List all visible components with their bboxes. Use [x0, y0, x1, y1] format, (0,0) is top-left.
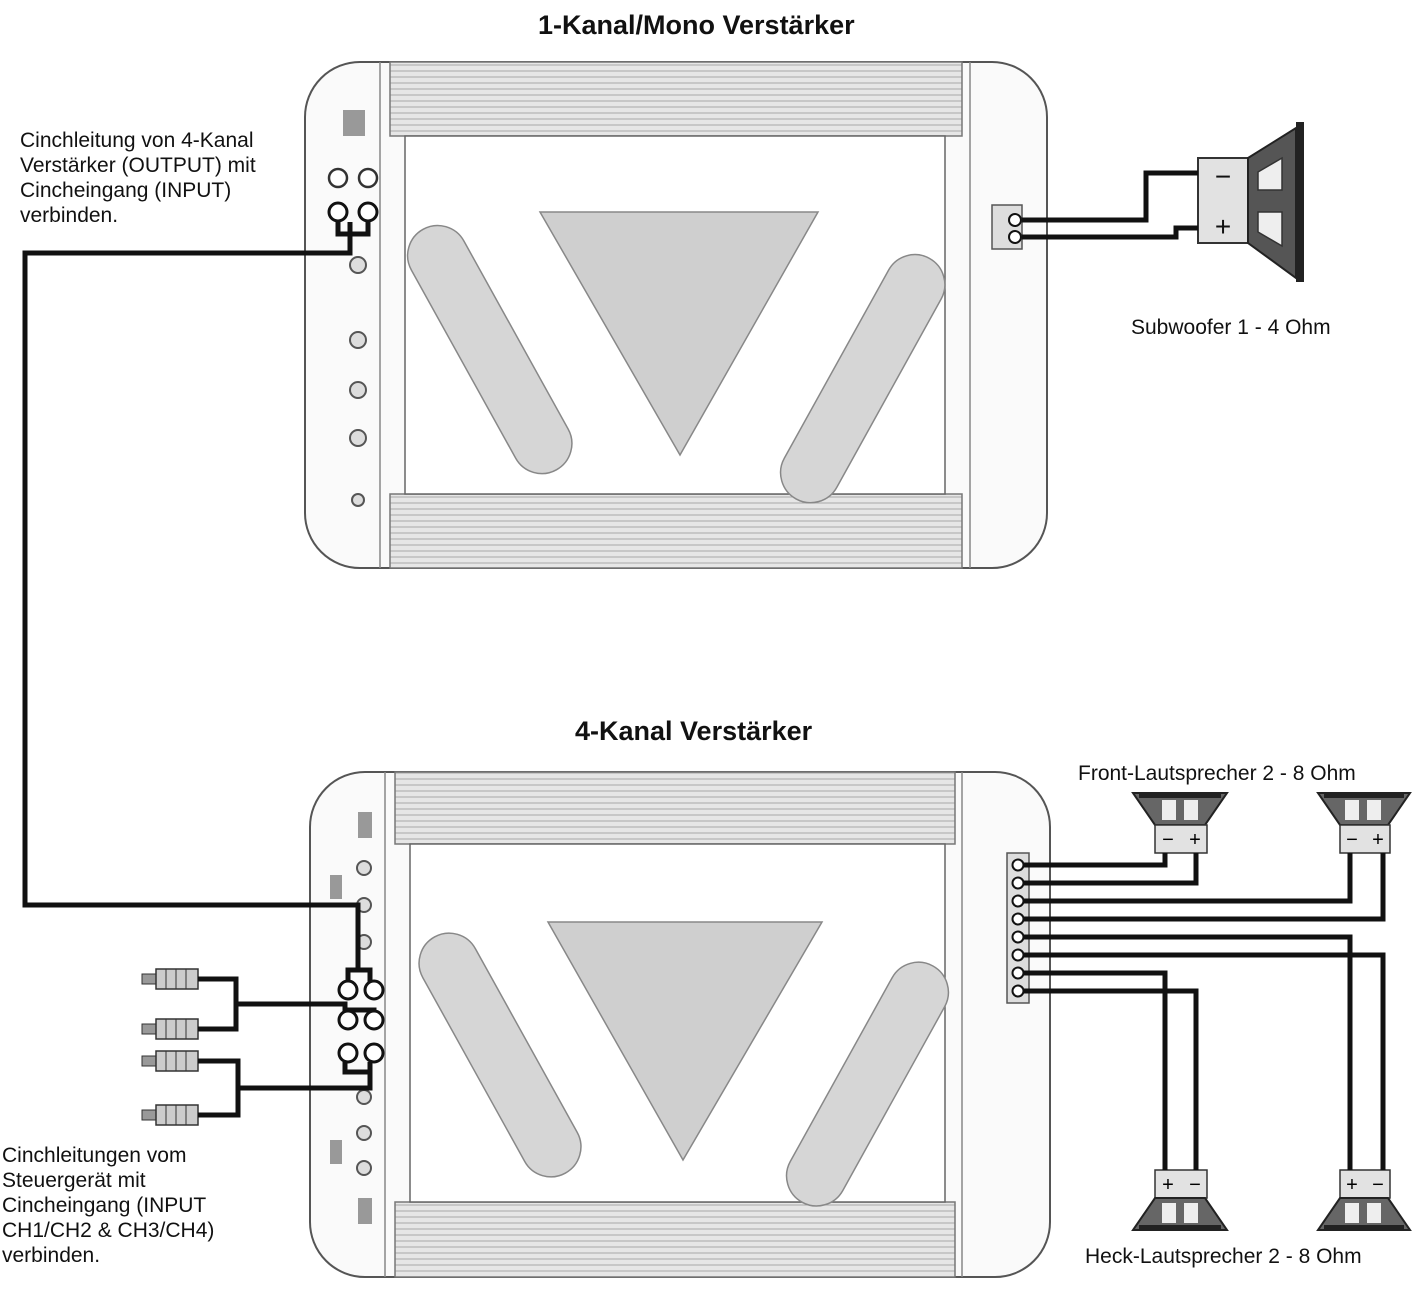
rear-left-wire-minus [1024, 988, 1199, 1170]
four-ch-output-jack-1 [337, 979, 359, 1001]
rear-left-wire-plus [1024, 970, 1168, 1170]
mono-amp-heatsink-bottom [389, 493, 963, 569]
four-ch-input-jack-2 [363, 1009, 385, 1031]
svg-text:−: − [1189, 1174, 1201, 1196]
front-left-wire-minus [1024, 853, 1168, 868]
note-rca-link: Cinchleitung von 4-Kanal Verstärker (OUT… [20, 129, 256, 227]
four-ch-output-jack-2 [363, 979, 385, 1001]
svg-text:+: + [1162, 1174, 1174, 1196]
subwoofer-wire-plus [1022, 225, 1198, 240]
front-speaker-left-icon: − + [1131, 792, 1229, 854]
svg-text:−: − [1346, 829, 1358, 851]
mono-lpf-knob [349, 331, 367, 349]
wires [22, 170, 1386, 1170]
mono-amp-title: 1-Kanal/Mono Verstärker [538, 10, 855, 40]
four-channel-amplifier [309, 771, 1051, 1278]
mono-output-jack-2 [357, 167, 379, 189]
mono-input-jack-1 [327, 201, 349, 223]
subwoofer-wire-minus [1022, 170, 1198, 223]
mono-amp-logo-triangle [538, 211, 820, 457]
rear-speaker-label: Heck-Lautsprecher 2 - 8 Ohm [1085, 1245, 1362, 1268]
front-speaker-label: Front-Lautsprecher 2 - 8 Ohm [1078, 762, 1356, 785]
svg-text:−: − [1372, 1174, 1384, 1196]
rear-right-wire-plus [1024, 934, 1353, 1170]
subwoofer-label: Subwoofer 1 - 4 Ohm [1131, 316, 1331, 339]
mono-output-jack-1 [327, 167, 349, 189]
mono-input-jack-2 [357, 201, 379, 223]
four-ch-amp-logo-bar-left [418, 932, 582, 1178]
subwoofer-icon: − + [1197, 122, 1304, 282]
mono-amp-heatsink-top [389, 61, 963, 137]
four-ch-speaker-terminal [1006, 852, 1030, 1004]
four-ch-input-jack-3 [337, 1042, 359, 1064]
rear-speaker-left-icon: + − [1131, 1169, 1229, 1231]
mono-amplifier [304, 61, 1048, 569]
svg-text:+: + [1346, 1174, 1358, 1196]
rear-speaker-right-icon: + − [1316, 1169, 1412, 1231]
rca-plug-3 [141, 1050, 199, 1072]
mono-amp-logo-bar-right [779, 253, 946, 504]
mono-amp-switch [343, 110, 365, 136]
mono-protect-led [351, 493, 365, 507]
mono-amp-logo-bar-left [406, 224, 573, 475]
svg-text:−: − [1162, 829, 1174, 851]
rca-plug-1 [141, 968, 199, 990]
head-unit-wire-ch34 [198, 1058, 241, 1118]
front-speaker-right-icon: − + [1316, 792, 1412, 854]
rca-plugs [141, 968, 199, 1126]
four-ch-input-jack-4 [363, 1042, 385, 1064]
four-ch-amp-logo-triangle [546, 921, 824, 1162]
rca-plug-4 [141, 1104, 199, 1126]
front-right-wire-minus [1024, 853, 1353, 904]
mono-bass-boost-knob [349, 429, 367, 447]
four-ch-input-jack-1 [337, 1009, 359, 1031]
four-ch-amp-heatsink-bottom [394, 1201, 956, 1278]
four-ch-amp-logo-bar-right [785, 961, 950, 1207]
mono-subsonic-knob [349, 381, 367, 399]
subwoofer-plus-label: + [1215, 211, 1231, 242]
front-right-wire-plus [1024, 853, 1386, 922]
four-ch-amp-heatsink-top [394, 771, 956, 845]
svg-text:+: + [1372, 829, 1384, 851]
svg-text:+: + [1189, 829, 1201, 851]
subwoofer-minus-label: − [1215, 161, 1231, 192]
four-ch-amp-title: 4-Kanal Verstärker [575, 716, 813, 746]
rear-right-wire-minus [1024, 952, 1386, 1170]
head-unit-wire-ch12 [198, 976, 239, 1032]
mono-gain-knob [349, 256, 367, 274]
front-left-wire-plus [1024, 853, 1199, 886]
rca-plug-2 [141, 1018, 199, 1040]
note-head-unit: Cinchleitungen vom Steuergerät mit Cinch… [2, 1144, 215, 1267]
